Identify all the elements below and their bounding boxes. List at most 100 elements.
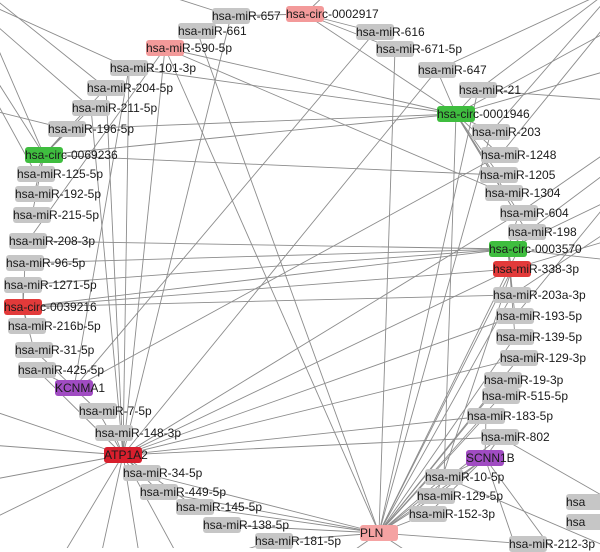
node-label: SCNN1B — [466, 451, 515, 465]
node-mir215[interactable]: hsa-miR-215-5p — [13, 207, 99, 223]
node-label: hsa-miR-208-3p — [9, 234, 96, 248]
network-edge — [499, 31, 600, 156]
network-edge — [164, 47, 380, 534]
network-edge — [443, 476, 600, 545]
node-mir1304[interactable]: hsa-miR-1304 — [485, 185, 560, 201]
node-mir204[interactable]: hsa-miR-204-5p — [87, 80, 173, 96]
node-mir657[interactable]: hsa-miR-657 — [212, 8, 281, 24]
node-marker — [203, 517, 241, 533]
network-edge — [378, 379, 504, 534]
node-mir139[interactable]: hsa-miR-139-5p — [496, 329, 583, 345]
node-marker — [286, 6, 324, 22]
node-label: hsa-miR-129-3p — [500, 351, 587, 365]
node-mir211[interactable]: hsa-miR-211-5p — [72, 100, 157, 116]
node-mir7[interactable]: hsa-miR-7-5p — [79, 403, 152, 419]
node-mir101[interactable]: hsa-miR-101-3p — [110, 60, 196, 76]
node-hsa_edge_a[interactable]: hsa — [566, 494, 600, 510]
node-marker — [409, 506, 447, 522]
node-mir148[interactable]: hsa-miR-148-3p — [95, 425, 182, 441]
node-mir802[interactable]: hsa-miR-802 — [481, 429, 550, 445]
node-mir10[interactable]: hsa-miR-10-5p — [425, 469, 504, 485]
node-mir21[interactable]: hsa-miR-21 — [459, 82, 521, 98]
node-mir203a[interactable]: hsa-miR-203a-3p — [493, 287, 586, 303]
network-edge — [484, 457, 552, 548]
node-mir125[interactable]: hsa-miR-125-5p — [17, 166, 103, 182]
node-mir129_3[interactable]: hsa-miR-129-3p — [500, 350, 587, 366]
node-label: hsa-miR-193-5p — [496, 309, 583, 323]
node-circ1946[interactable]: hsa-circ-0001946 — [437, 106, 530, 122]
node-atp1a2[interactable]: ATP1A2 — [104, 447, 148, 463]
node-marker — [480, 167, 518, 183]
node-hsa_edge_b[interactable]: hsa — [566, 514, 600, 530]
node-label: hsa-circ-0039216 — [4, 300, 97, 314]
node-mir515[interactable]: hsa-miR-515-5p — [482, 388, 568, 404]
node-mir145[interactable]: hsa-miR-145-5p — [176, 499, 263, 515]
node-label: hsa-miR-671-5p — [376, 42, 463, 56]
network-edge — [73, 154, 501, 389]
node-mir152[interactable]: hsa-miR-152-3p — [409, 506, 496, 522]
node-mir96[interactable]: hsa-miR-96-5p — [6, 255, 86, 271]
network-edge — [378, 336, 516, 534]
node-mir425[interactable]: hsa-miR-425-5p — [18, 362, 104, 378]
node-mir183[interactable]: hsa-miR-183-5p — [467, 408, 553, 424]
network-edge — [128, 67, 457, 115]
node-mir590[interactable]: hsa-miR-590-5p — [146, 40, 232, 56]
node-label: hsa-miR-148-3p — [95, 426, 182, 440]
network-edge — [526, 176, 600, 233]
node-label: hsa-miR-138-5p — [203, 518, 290, 532]
node-circ69236[interactable]: hsa-circ-0069236 — [25, 147, 118, 163]
network-edge — [0, 52, 45, 156]
node-label: hsa-miR-96-5p — [6, 256, 86, 270]
node-mir671[interactable]: hsa-miR-671-5p — [376, 41, 463, 57]
node-kcnma1[interactable]: KCNMA1 — [55, 380, 105, 396]
node-mir198[interactable]: hsa-miR-198 — [508, 224, 577, 240]
node-label: hsa-miR-145-5p — [176, 500, 263, 514]
node-mir129_5[interactable]: hsa-miR-129-5p — [417, 488, 503, 504]
node-mir338[interactable]: hsa-miR-338-3p — [493, 261, 579, 277]
node-mir31[interactable]: hsa-miR-31-5p — [15, 342, 95, 358]
node-mir212[interactable]: hsa-miR-212-3p — [509, 536, 595, 552]
node-label: hsa-miR-31-5p — [15, 343, 95, 357]
node-marker — [15, 342, 53, 358]
network-edge — [490, 5, 600, 133]
network-edge — [378, 476, 445, 534]
node-label: hsa-miR-152-3p — [409, 507, 496, 521]
network-edge — [518, 156, 600, 214]
node-mir138[interactable]: hsa-miR-138-5p — [203, 517, 290, 533]
node-mir203[interactable]: hsa-miR-203 — [472, 124, 541, 140]
node-label: hsa-miR-192-5p — [15, 187, 102, 201]
node-mir449[interactable]: hsa-miR-449-5p — [140, 484, 226, 500]
node-mir181[interactable]: hsa-miR-181-5p — [255, 533, 341, 549]
node-mir661[interactable]: hsa-miR-661 — [178, 23, 247, 39]
node-circ39216[interactable]: hsa-circ-0039216 — [4, 299, 97, 315]
node-mir192[interactable]: hsa-miR-192-5p — [15, 186, 102, 202]
node-scnn1b[interactable]: SCNN1B — [466, 450, 515, 466]
node-marker — [437, 106, 475, 122]
node-label: hsa-miR-139-5p — [496, 330, 583, 344]
node-mir1205[interactable]: hsa-miR-1205 — [480, 167, 555, 183]
node-marker — [496, 329, 534, 345]
node-mir616[interactable]: hsa-miR-616 — [356, 24, 425, 40]
node-mir193[interactable]: hsa-miR-193-5p — [496, 308, 583, 324]
node-mir1271[interactable]: hsa-miR-1271-5p — [4, 277, 97, 293]
node-marker — [140, 484, 178, 500]
node-mir604[interactable]: hsa-miR-604 — [500, 205, 569, 221]
node-label: hsa-miR-1248 — [481, 148, 557, 162]
network-edge — [22, 268, 513, 308]
network-edge — [0, 454, 124, 516]
node-mir647[interactable]: hsa-miR-647 — [418, 62, 487, 78]
node-marker — [8, 318, 46, 334]
node-label: hsa-circ-0002917 — [286, 7, 379, 21]
network-edge — [158, 491, 380, 534]
node-circ3570[interactable]: hsa-circ-0003570 — [489, 241, 582, 257]
node-mir216b[interactable]: hsa-miR-216b-5p — [8, 318, 101, 334]
node-mir1248[interactable]: hsa-miR-1248 — [481, 147, 557, 163]
network-edge — [22, 294, 513, 308]
network-edge — [378, 268, 513, 534]
node-mir196[interactable]: hsa-miR-196-5p — [48, 121, 134, 137]
node-mir208[interactable]: hsa-miR-208-3p — [9, 233, 96, 249]
node-mir19[interactable]: hsa-miR-19-3p — [484, 372, 563, 388]
node-circ2917[interactable]: hsa-circ-0002917 — [286, 6, 379, 22]
node-mir34[interactable]: hsa-miR-34-5p — [123, 465, 202, 481]
node-pln[interactable]: PLN — [360, 525, 398, 541]
